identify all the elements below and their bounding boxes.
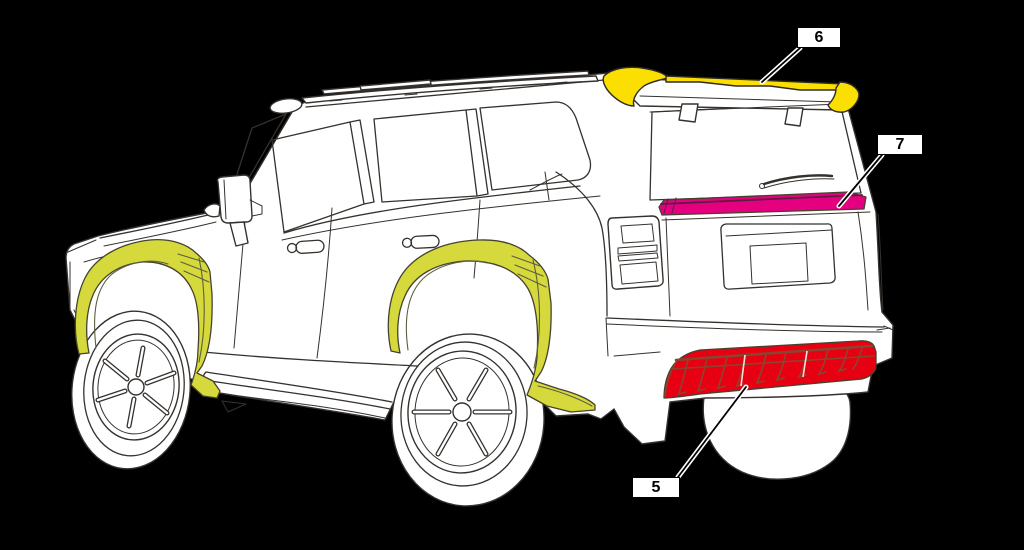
front-wheel <box>71 310 191 470</box>
rear-wiper <box>759 174 835 189</box>
rear-wheel-spokes <box>411 367 513 457</box>
rear-wheel <box>391 333 545 507</box>
side-mirror <box>216 174 263 247</box>
rear-diffuser-highlight <box>663 340 877 399</box>
door-handle-rear <box>401 234 440 249</box>
front-fender-flare-highlight <box>74 239 221 399</box>
far-rear-wheel <box>702 391 852 480</box>
license-plate-recess <box>749 242 809 285</box>
spoiler-mounts <box>678 103 804 127</box>
taillight <box>607 215 664 290</box>
roof-spoiler-highlight <box>602 66 860 127</box>
leader-lines <box>675 45 885 480</box>
callout-label-6[interactable]: 6 <box>797 27 841 48</box>
callout-label-7[interactable]: 7 <box>877 134 923 155</box>
tailgate <box>661 211 871 317</box>
roof-rails <box>269 70 599 114</box>
body-details <box>67 70 894 419</box>
callout-label-5[interactable]: 5 <box>632 477 680 498</box>
rear-fender-flare-highlight <box>387 239 596 413</box>
door-handle-front <box>286 239 325 254</box>
front-wheel-spokes <box>95 345 177 429</box>
tailgate-garnish-highlight <box>658 191 867 216</box>
